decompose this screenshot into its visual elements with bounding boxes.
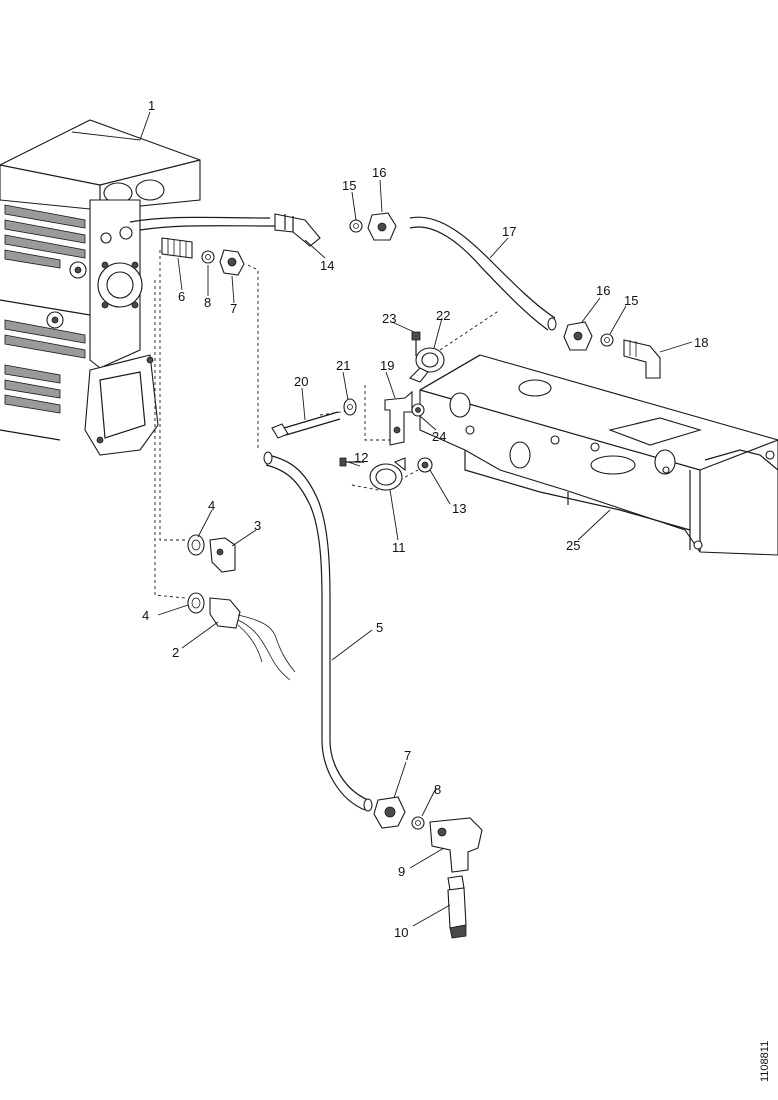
callout-25: 25 (566, 538, 580, 553)
callout-21: 21 (336, 358, 350, 373)
engine-housing (0, 119, 201, 456)
callout-16-top: 16 (372, 165, 386, 180)
callout-3: 3 (254, 518, 261, 533)
callout-11: 11 (392, 540, 406, 555)
elbow-18 (623, 339, 661, 379)
callout-6: 6 (178, 289, 185, 304)
leader-lines (71, 111, 693, 927)
callout-17: 17 (502, 224, 516, 239)
callout-24: 24 (432, 429, 446, 444)
callout-16-right: 16 (596, 283, 610, 298)
drawing-code: 1108811 (759, 1041, 771, 1082)
sender-10 (447, 875, 467, 939)
callout-5: 5 (376, 620, 383, 635)
callout-18-right: 18 (694, 335, 708, 350)
callout-labels: 1 15 16 14 6 8 7 17 16 15 18 23 22 19 21… (142, 98, 708, 940)
callout-7-lower: 7 (404, 748, 411, 763)
callout-2: 2 (172, 645, 179, 660)
callout-20: 20 (294, 374, 308, 389)
callout-12: 12 (354, 450, 368, 465)
callout-10: 10 (394, 925, 408, 940)
callout-22: 22 (436, 308, 450, 323)
callout-15-mid: 13 (452, 501, 466, 516)
chassis-frame (419, 354, 778, 556)
cooling-fins (4, 204, 86, 414)
callout-23: 23 (382, 311, 396, 326)
callout-1: 1 (148, 98, 155, 113)
callout-4-upper: 4 (208, 498, 215, 513)
hose-fitting-14 (274, 213, 321, 247)
tee-fitting-9 (429, 817, 483, 873)
callout-19-top: 15 (342, 178, 356, 193)
bolt-20 (271, 411, 341, 439)
callout-9: 9 (398, 864, 405, 879)
callout-4-lower: 4 (142, 608, 149, 623)
sensor-2 (209, 597, 296, 681)
fitting-6 (161, 237, 193, 259)
sensor-3 (209, 537, 236, 573)
callout-7-top: 7 (230, 301, 237, 316)
callout-8-top: 8 (204, 295, 211, 310)
clamp-11 (369, 457, 406, 491)
callout-19: 19 (380, 358, 394, 373)
callout-8-lower: 8 (434, 782, 441, 797)
clamp-22 (409, 347, 445, 383)
callout-15-right: 15 (624, 293, 638, 308)
callout-14: 14 (320, 258, 334, 273)
